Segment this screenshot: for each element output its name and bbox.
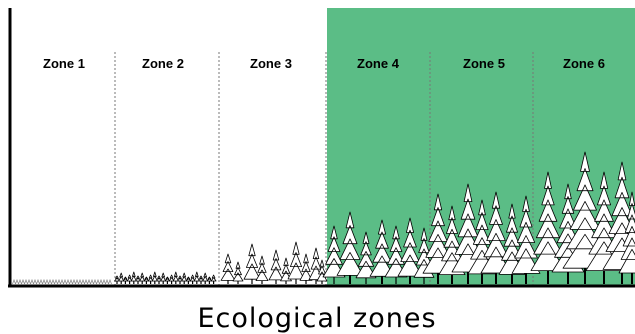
- shrub-14: [172, 271, 179, 284]
- medium-tree-3: [369, 219, 395, 284]
- small-tree-5: [280, 257, 292, 284]
- zone-label-5: Zone 5: [463, 56, 505, 71]
- shrub-3: [126, 274, 133, 284]
- tallest-tree-2: [562, 151, 608, 284]
- grass-tuft-26: [90, 278, 94, 285]
- small-tree-7: [299, 253, 313, 284]
- small-tree-1: [232, 261, 244, 284]
- shrub-17: [185, 276, 192, 284]
- shrub-7: [143, 276, 150, 284]
- shrub-18: [189, 274, 196, 284]
- shrub-1: [118, 272, 125, 284]
- grass-tuft-15: [57, 278, 61, 285]
- grass-tuft-8: [36, 278, 40, 285]
- grass-tuft-23: [81, 278, 85, 285]
- shrub-22: [206, 276, 213, 284]
- shrub-15: [177, 275, 183, 284]
- shrub-2: [122, 276, 129, 284]
- grass-tuft-20: [72, 278, 76, 285]
- tallest-tree-0: [530, 171, 566, 284]
- grass-tuft-28: [96, 278, 100, 285]
- small-tree-6: [287, 241, 305, 284]
- medium-tree-5: [397, 217, 423, 284]
- grass-tuft-0: [12, 278, 16, 285]
- axis-caption: Ecological zones: [197, 303, 436, 334]
- grass-tuft-11: [45, 278, 49, 285]
- shrub-23: [210, 274, 217, 284]
- shrub-19: [193, 271, 200, 284]
- small-tree-0: [220, 253, 236, 284]
- shrub-10: [156, 275, 162, 284]
- medium-tree-0: [322, 225, 346, 284]
- grass-tuft-14: [54, 278, 58, 285]
- shrub-6: [139, 272, 146, 284]
- grass-tuft-27: [93, 278, 97, 285]
- shrub-9: [151, 271, 158, 284]
- shrub-16: [181, 272, 188, 284]
- zone-labels: Zone 1 Zone 2 Zone 3 Zone 4 Zone 5 Zone …: [43, 56, 605, 71]
- grass-tuft-7: [33, 278, 37, 285]
- small-tree-2: [243, 243, 261, 284]
- grass-tuft-3: [21, 278, 25, 285]
- tallest-tree-5: [618, 191, 635, 284]
- shrub-12: [164, 276, 171, 284]
- grass-tuft-16: [60, 278, 64, 285]
- grass-tuft-32: [108, 278, 112, 285]
- grass-tuft-2: [18, 278, 22, 285]
- medium-tree-1: [336, 211, 364, 284]
- grass-tuft-6: [30, 278, 34, 285]
- zone-label-1: Zone 1: [43, 56, 85, 71]
- shrub-13: [168, 274, 175, 284]
- zone-dividers: [114, 52, 534, 285]
- zone-label-4: Zone 4: [357, 56, 400, 71]
- shrub-4: [130, 271, 137, 284]
- tall-tree-1: [438, 205, 466, 284]
- medium-tree-2: [355, 231, 377, 284]
- small-tree-3: [255, 255, 269, 284]
- grass-tuft-1: [15, 278, 19, 285]
- shrub-5: [135, 275, 141, 284]
- shrub-20: [198, 275, 204, 284]
- shrub-11: [160, 272, 167, 284]
- small-tree-9: [316, 259, 328, 284]
- tall-tree-6: [511, 195, 541, 284]
- grass-tuft-30: [102, 278, 106, 285]
- grass-tuft-4: [24, 278, 28, 285]
- zone-label-6: Zone 6: [563, 56, 605, 71]
- shrub-21: [202, 272, 209, 284]
- grass-tuft-24: [84, 278, 88, 285]
- grass-tuft-21: [75, 278, 79, 285]
- zone-label-3: Zone 3: [250, 56, 292, 71]
- tall-tree-4: [480, 191, 512, 284]
- grass-tuft-5: [27, 278, 31, 285]
- grass-tuft-13: [51, 278, 55, 285]
- medium-tree-4: [384, 225, 408, 284]
- grass-tuft-12: [48, 278, 52, 285]
- grass-tuft-31: [105, 278, 109, 285]
- zone-label-2: Zone 2: [142, 56, 184, 71]
- shrub-8: [147, 274, 154, 284]
- grass-tuft-22: [78, 278, 82, 285]
- grass-tuft-17: [63, 278, 67, 285]
- shrub-0: [114, 275, 120, 284]
- grass-tuft-25: [87, 278, 91, 285]
- grass-tuft-18: [66, 278, 70, 285]
- grass-tuft-19: [69, 278, 73, 285]
- grass-tuft-29: [99, 278, 103, 285]
- grass-tuft-9: [39, 278, 43, 285]
- small-tree-4: [268, 249, 284, 284]
- vegetation-layer: [12, 151, 635, 285]
- grass-tuft-10: [42, 278, 46, 285]
